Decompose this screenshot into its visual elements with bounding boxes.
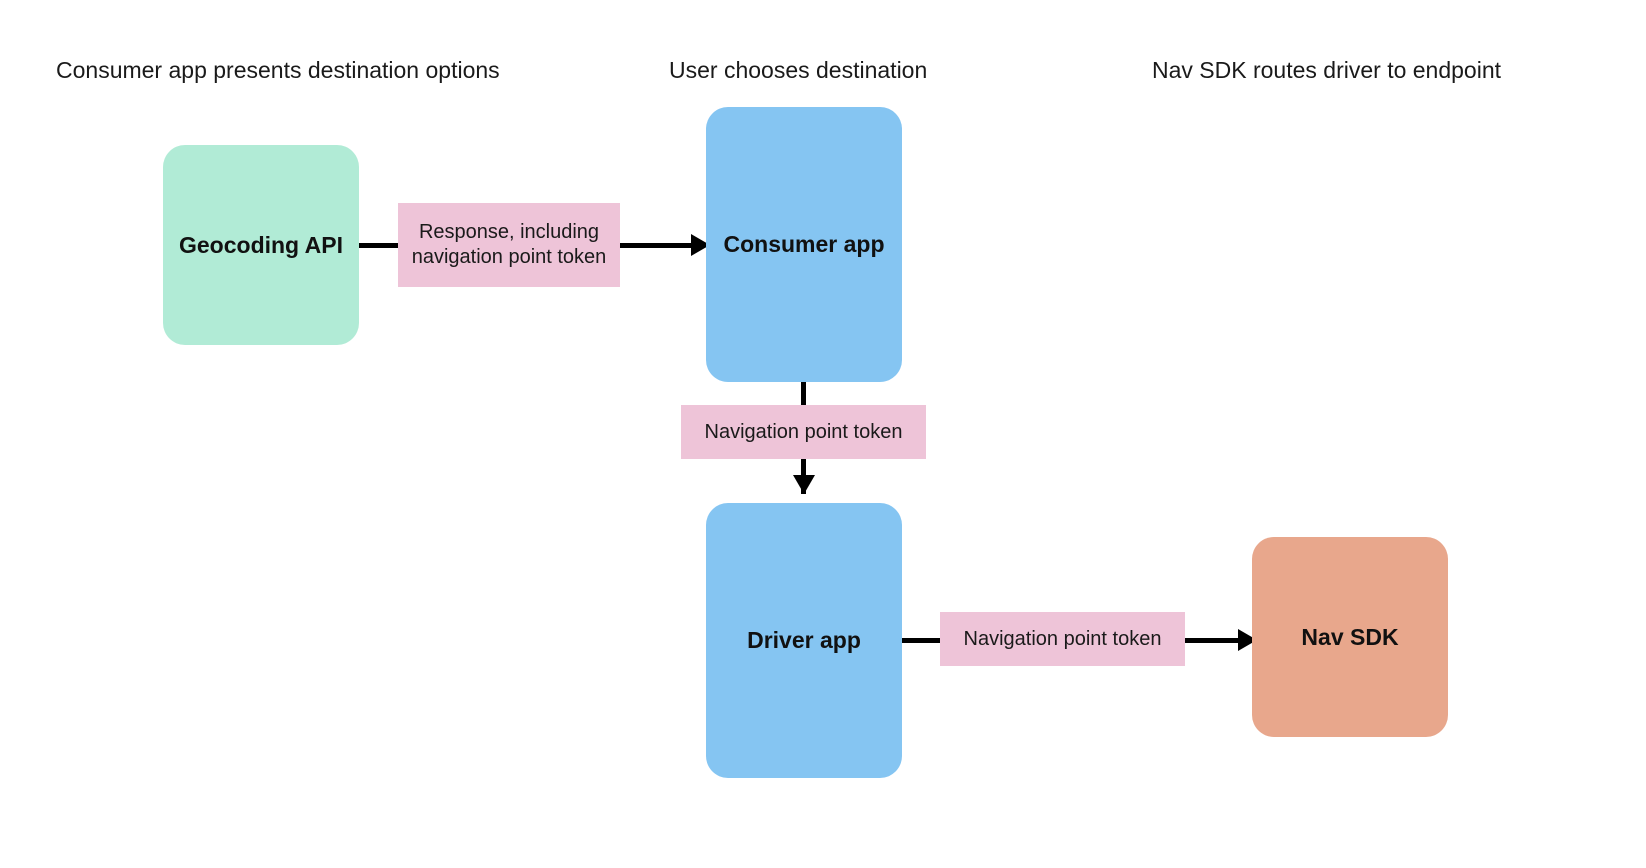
node-driver-app-label: Driver app: [747, 627, 861, 653]
node-nav-sdk-label: Nav SDK: [1301, 623, 1399, 650]
node-driver-app[interactable]: Driver app: [706, 503, 902, 778]
node-nav-sdk[interactable]: Nav SDK: [1252, 537, 1448, 737]
node-consumer-app-label: Consumer app: [723, 231, 885, 257]
column-heading-consumer-app: Consumer app presents destination option…: [56, 57, 500, 83]
edge-label-text: Response, including navigation point tok…: [411, 221, 607, 268]
edge-label-navigation-point-token-consumer-driver: Navigation point token: [681, 405, 926, 459]
edge-label-text: Navigation point token: [963, 627, 1162, 650]
edge-label-text: Navigation point token: [704, 420, 903, 443]
arrow-right-icon: [691, 234, 710, 256]
node-consumer-app[interactable]: Consumer app: [706, 107, 902, 382]
edge-label-navigation-point-token-driver-navsdk: Navigation point token: [940, 612, 1185, 666]
column-heading-nav-sdk-routes: Nav SDK routes driver to endpoint: [1152, 57, 1502, 83]
node-geocoding-api-label: Geocoding API: [179, 231, 343, 258]
column-heading-user-chooses: User chooses destination: [669, 57, 928, 83]
node-geocoding-api[interactable]: Geocoding API: [163, 145, 359, 345]
arrow-down-icon: [793, 475, 815, 494]
edge-label-response-including-navigation-point-token: Response, including navigation point tok…: [398, 203, 620, 287]
